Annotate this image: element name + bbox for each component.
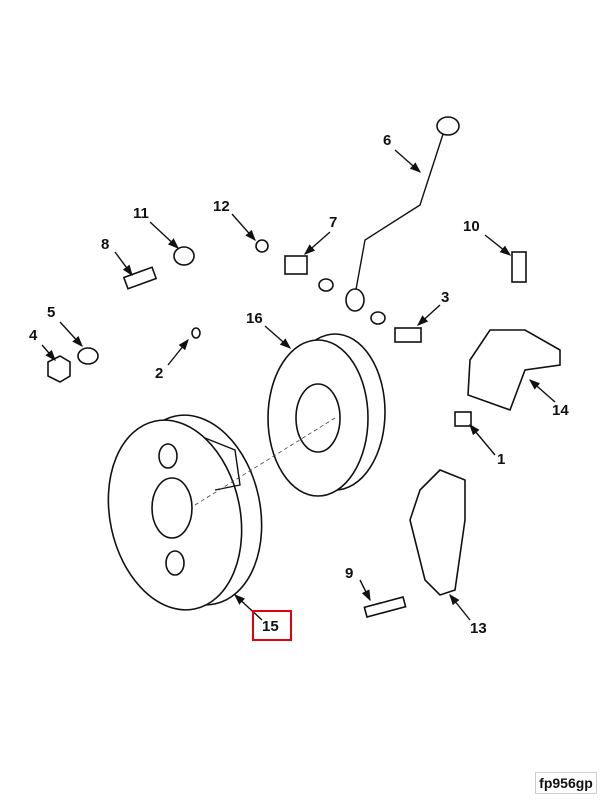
callout-7: 7 [329,214,337,231]
callout-12: 12 [213,198,230,215]
callout-2: 2 [155,365,163,382]
callout-8: 8 [101,236,109,253]
callout-4: 4 [29,327,38,344]
callout-5: 5 [47,304,55,321]
leader-lines [41,149,556,621]
callout-13: 13 [470,620,487,637]
support-bracket-part [409,469,466,596]
callout-14: 14 [552,402,569,419]
callout-9: 9 [345,565,353,582]
callout-3: 3 [441,289,449,306]
hardware-parts [47,239,527,618]
callout-10: 10 [463,218,480,235]
callout-11: 11 [133,205,149,222]
callout-16: 16 [246,310,263,327]
disc-part [267,333,386,497]
callout-6: 6 [383,132,391,149]
callout-1: 1 [497,451,505,468]
oil-tube-part [354,127,446,296]
bracket-part [467,329,561,412]
highlighted-callout-box [252,610,292,641]
figure-code: fp956gp [535,772,597,794]
callout-15: 15 [262,618,279,635]
gear-part [107,414,263,611]
